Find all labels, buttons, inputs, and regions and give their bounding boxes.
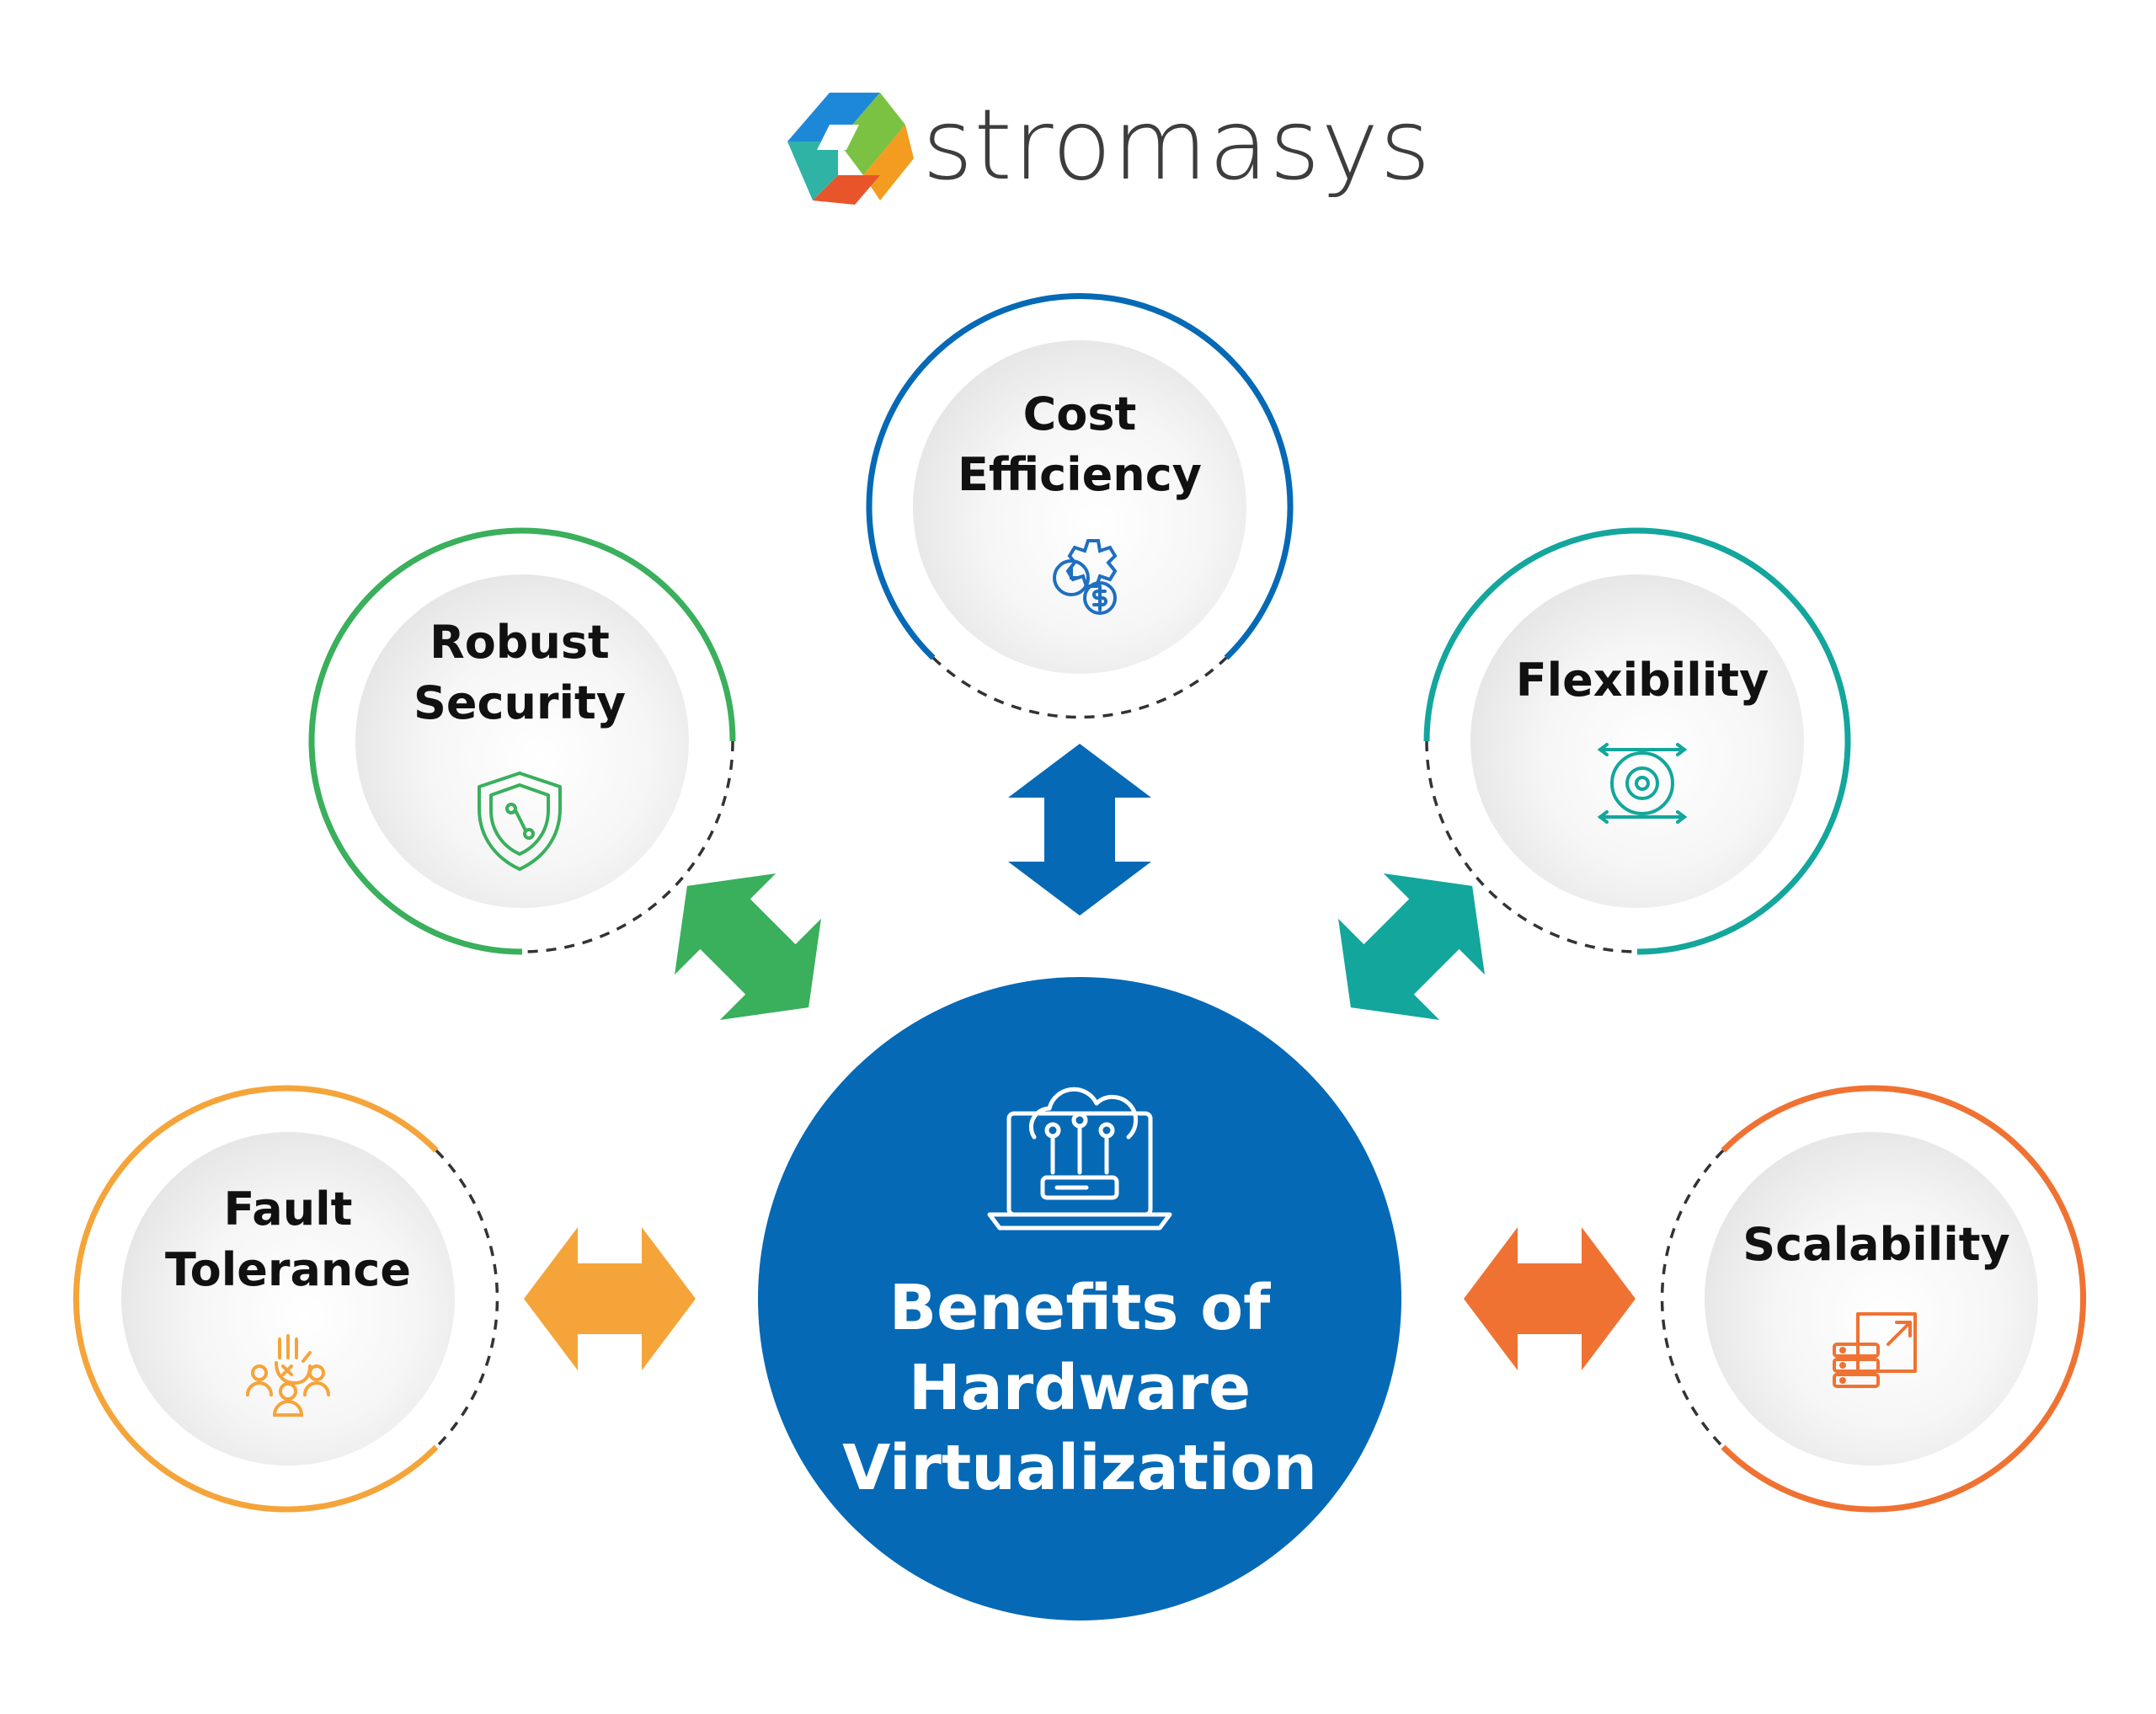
node-flexibility: Flexibility <box>1423 527 1851 955</box>
cloud-laptop-icon <box>987 1087 1172 1231</box>
hand-people-icon <box>246 1334 330 1417</box>
scalability-label: Scalability <box>1742 1218 2010 1271</box>
fault-label-1: Fault <box>224 1183 353 1236</box>
stromasys-logo-icon <box>787 93 914 205</box>
arrow-flexibility <box>1338 873 1485 1020</box>
center-line-1: Benefits of <box>889 1272 1271 1344</box>
flexible-gear-arrows-icon <box>1597 743 1688 824</box>
security-label-2: Security <box>414 676 626 729</box>
arrow-scalability <box>1464 1227 1636 1370</box>
arrow-cost <box>1008 744 1151 916</box>
logo: stromasys <box>787 88 1432 205</box>
arrow-security <box>675 873 821 1020</box>
server-scale-icon <box>1833 1312 1917 1388</box>
cost-label-2: Efficiency <box>958 448 1202 501</box>
gear-clock-dollar-icon <box>1053 539 1118 615</box>
security-label-1: Robust <box>430 616 610 669</box>
center-node: Benefits of Hardware Virtualization <box>758 977 1401 1621</box>
shield-icon <box>478 772 562 871</box>
node-robust-security: Robust Security <box>308 527 736 955</box>
arrow-fault <box>524 1227 696 1370</box>
node-cost-efficiency: Cost Efficiency <box>866 293 1294 719</box>
fault-label-2: Tolerance <box>165 1243 411 1296</box>
logo-text: stromasys <box>922 88 1432 202</box>
node-scalability: Scalability <box>1660 1085 2087 1513</box>
cost-label-1: Cost <box>1023 387 1137 441</box>
node-fault-tolerance: Fault Tolerance <box>72 1085 499 1513</box>
center-line-3: Virtualization <box>842 1432 1317 1504</box>
flexibility-label: Flexibility <box>1516 654 1769 707</box>
center-line-2: Hardware <box>909 1352 1251 1424</box>
